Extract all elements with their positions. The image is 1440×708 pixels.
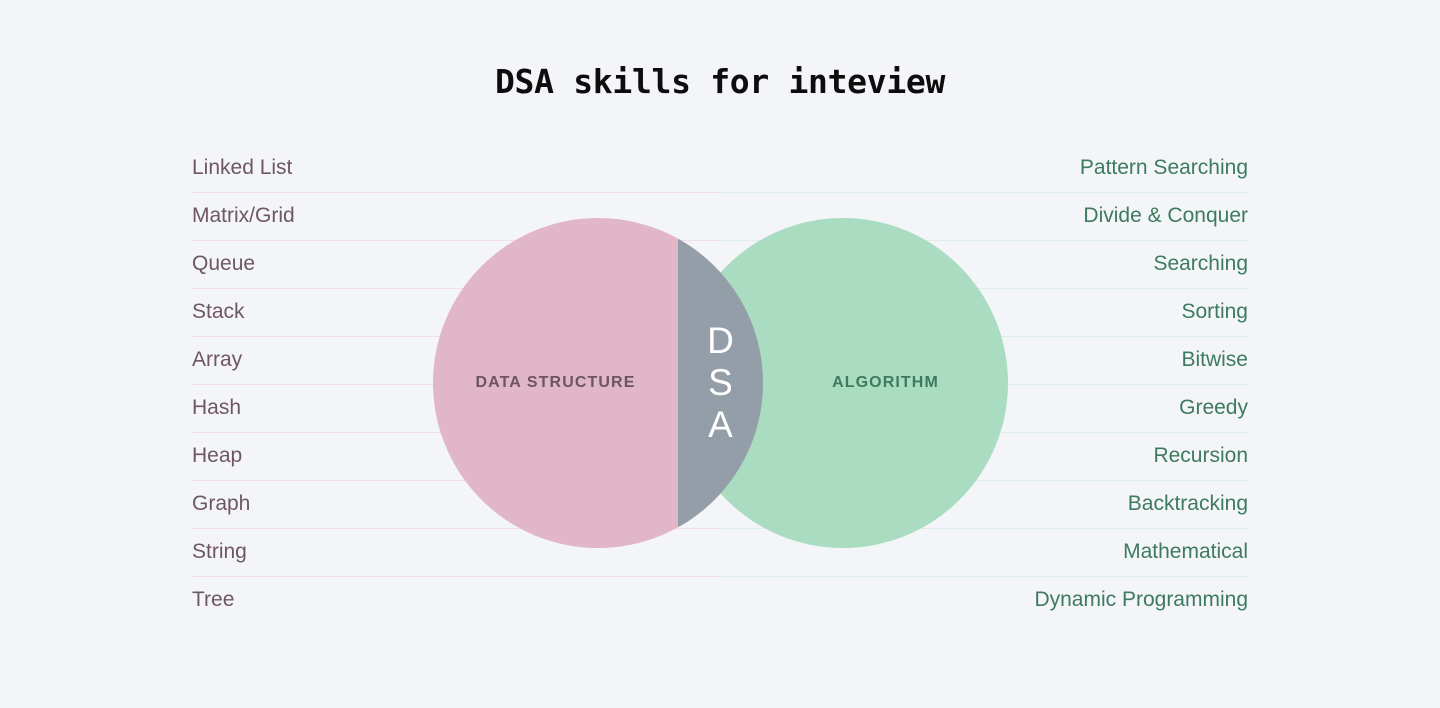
data-structure-item: Linked List — [192, 156, 293, 179]
row-divider-left — [192, 576, 720, 577]
venn-letter-a: A — [708, 404, 733, 445]
algorithm-item: Searching — [1153, 252, 1248, 275]
list-row: Tree Dynamic Programming — [192, 576, 1248, 624]
list-row: Graph Backtracking — [192, 480, 1248, 528]
data-structure-item: Tree — [192, 588, 235, 611]
data-structure-item: Array — [192, 348, 243, 371]
algorithm-item: Divide & Conquer — [1083, 204, 1248, 227]
skills-list: Linked List Pattern Searching Matrix/Gri… — [192, 144, 1248, 624]
algorithm-item: Recursion — [1153, 444, 1248, 467]
list-row: Queue Searching — [192, 240, 1248, 288]
venn-diagram: DATA STRUCTURE ALGORITHM D S A — [433, 218, 1008, 548]
row-divider-left — [192, 528, 720, 529]
algorithm-item: Greedy — [1179, 396, 1248, 419]
venn-letter-d: D — [707, 320, 734, 361]
row-divider-left — [192, 192, 720, 193]
algorithm-item: Bitwise — [1181, 348, 1248, 371]
row-divider-right — [720, 288, 1248, 289]
venn-intersection — [678, 218, 763, 548]
data-structure-item: Heap — [192, 444, 243, 467]
algorithm-item: Mathematical — [1123, 540, 1248, 563]
row-divider-right — [720, 240, 1248, 241]
row-divider-left — [192, 240, 720, 241]
data-structure-item: Matrix/Grid — [192, 204, 295, 227]
venn-label-data-structure: DATA STRUCTURE — [475, 374, 636, 391]
data-structure-item: Graph — [192, 492, 251, 515]
list-row: Linked List Pattern Searching — [192, 144, 1248, 192]
row-divider-right — [720, 576, 1248, 577]
page-title: DSA skills for inteview — [494, 62, 946, 101]
venn-letter-s: S — [708, 362, 733, 403]
algorithm-item: Sorting — [1181, 300, 1248, 323]
list-row: String Mathematical — [192, 528, 1248, 576]
data-structure-item: Stack — [192, 300, 245, 323]
algorithm-item: Dynamic Programming — [1034, 588, 1248, 611]
row-divider-right — [720, 192, 1248, 193]
row-divider-right — [720, 480, 1248, 481]
row-divider-left — [192, 288, 720, 289]
data-structure-item: String — [192, 540, 247, 563]
venn-label-algorithm: ALGORITHM — [832, 374, 939, 391]
row-divider-left — [192, 480, 720, 481]
list-row: Stack Sorting — [192, 288, 1248, 336]
row-divider-right — [720, 528, 1248, 529]
algorithm-item: Backtracking — [1127, 492, 1248, 515]
data-structure-item: Hash — [192, 396, 242, 419]
algorithm-item: Pattern Searching — [1079, 156, 1248, 179]
data-structure-item: Queue — [192, 252, 256, 275]
list-row: Matrix/Grid Divide & Conquer — [192, 192, 1248, 240]
venn-label-dsa: D S A — [678, 218, 763, 548]
